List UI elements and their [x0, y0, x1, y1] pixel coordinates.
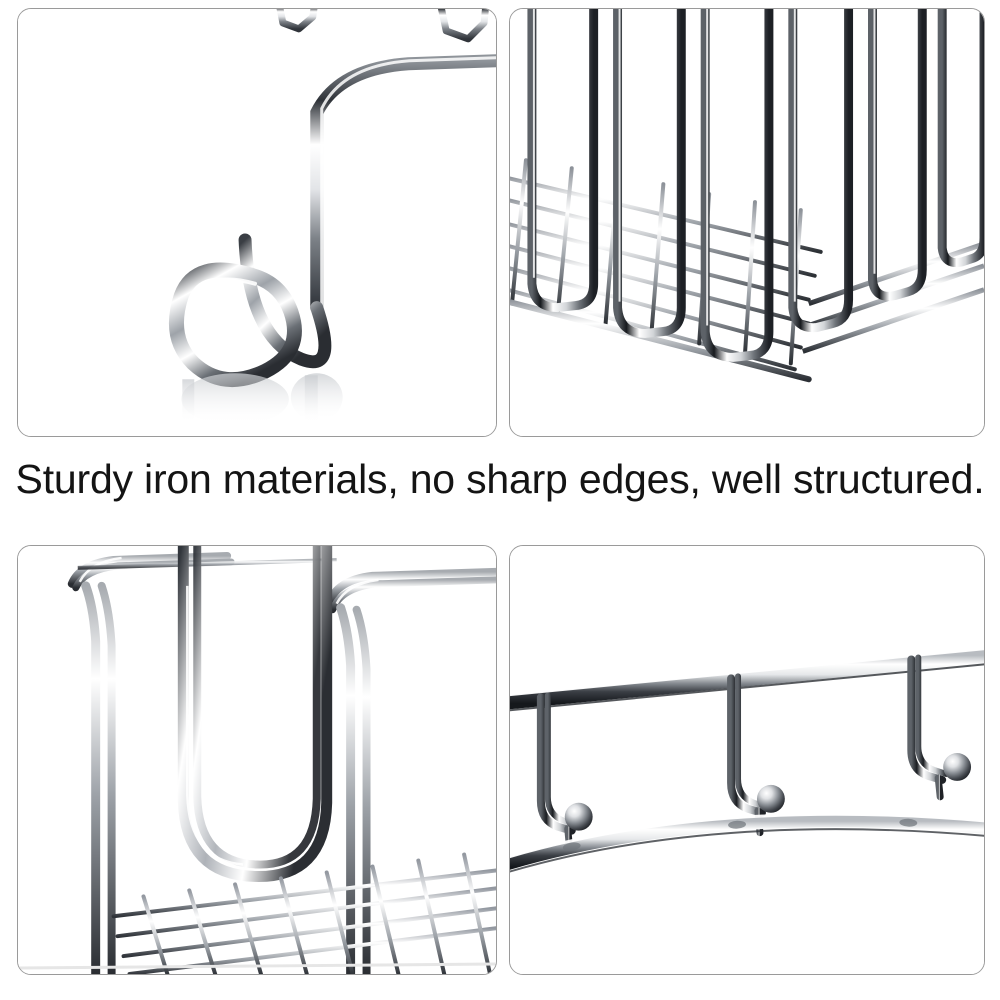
vertical-wire-pair: [234, 9, 253, 250]
s-curve-bend: [238, 233, 332, 369]
weld-nub-1: [562, 842, 581, 851]
rail-hook-1: [536, 692, 593, 855]
vertical-wire-ribs: [527, 9, 984, 362]
grid-mesh-cross: [141, 852, 493, 974]
hook-ball-tip-1: [564, 802, 593, 831]
basket-corner-grid-illustration: [510, 9, 984, 436]
rim-crossbar: [77, 557, 337, 570]
surface-line: [18, 962, 496, 970]
hook-ball-tip-3: [943, 753, 972, 781]
top-edge-hook-right: [437, 9, 489, 43]
rib-highlights: [532, 9, 876, 326]
hook-terminus-illustration: [18, 9, 496, 436]
feature-caption: Sturdy iron materials, no sharp edges, w…: [15, 456, 985, 502]
top-edge-hook-left: [276, 9, 318, 33]
surface-reflection: [181, 373, 343, 426]
detail-panel-bottom-right: [509, 545, 985, 975]
u-shaped-divider: [177, 546, 333, 882]
detail-panel-top-right: [509, 8, 985, 437]
hook-ball-tip-2: [756, 784, 785, 813]
curved-lower-rail: [510, 812, 984, 873]
weld-nub-3: [899, 818, 918, 827]
weld-nub-2: [728, 820, 746, 829]
detail-panel-top-left: [17, 8, 497, 437]
detail-panel-bottom-left: [17, 545, 497, 975]
rail-hook-3: [907, 654, 972, 801]
hook-rail-illustration: [510, 546, 984, 974]
curved-chrome-rail: [310, 54, 496, 315]
mesh-front-edge: [510, 299, 812, 383]
basket-rim-right: [324, 567, 496, 974]
basket-interior-divider-illustration: [18, 546, 496, 974]
